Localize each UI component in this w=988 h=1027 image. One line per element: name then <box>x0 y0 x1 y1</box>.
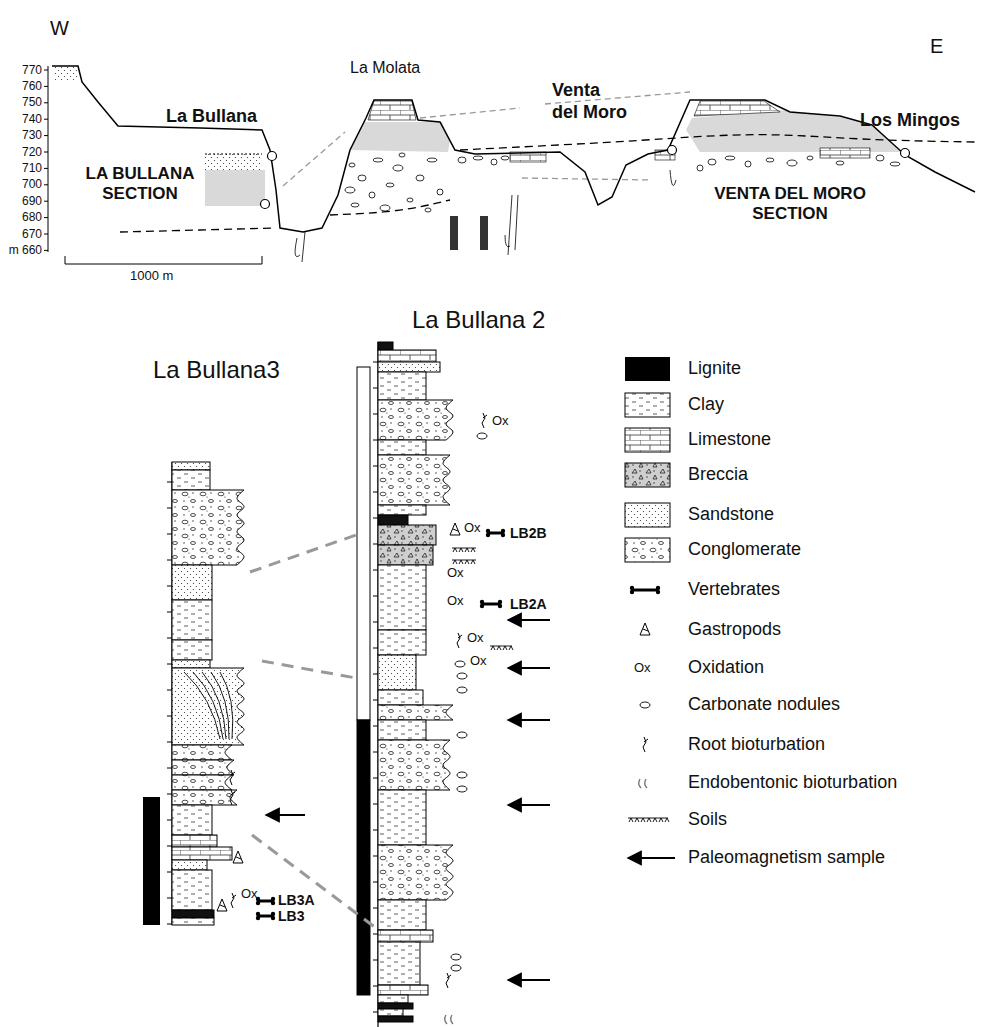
legend-text: Sandstone <box>688 504 774 526</box>
legend-text: Carbonate nodules <box>688 694 840 716</box>
place-label: La Bullana3 <box>153 356 280 385</box>
polarity-bars <box>143 367 370 995</box>
cross-section <box>44 66 975 264</box>
sample-label: Ox <box>447 593 464 609</box>
axis-label: 700 <box>22 177 42 191</box>
axis-label: m 660 <box>9 243 42 257</box>
axis-label: 690 <box>22 194 42 208</box>
sample-label: LB3 <box>278 908 304 925</box>
legend-text: Vertebrates <box>688 579 780 601</box>
legend-swatch <box>625 357 670 381</box>
axis-label: 750 <box>22 95 42 109</box>
sample-label: LB2A <box>510 596 547 613</box>
sample-label: Ox <box>241 886 258 902</box>
axis-label: 680 <box>22 210 42 224</box>
sample-label: Ox <box>470 653 487 669</box>
place-label: La Bullana 2 <box>412 306 545 335</box>
axis-label: 720 <box>22 145 42 159</box>
symbols <box>217 413 675 1024</box>
legend-text: Clay <box>688 394 724 416</box>
legend-text: Paleomagnetism sample <box>688 847 885 869</box>
place-label: Venta del Moro <box>552 80 630 123</box>
axis-label: 670 <box>22 227 42 241</box>
axis-label: 770 <box>22 63 42 77</box>
legend-text: Endobentonic bioturbation <box>688 772 897 794</box>
sample-label: Ox <box>634 660 651 676</box>
place-label: La Bullana <box>166 106 257 128</box>
correlation-lines <box>250 535 376 928</box>
axis-label: 710 <box>22 161 42 175</box>
legend-text: Gastropods <box>688 619 781 641</box>
sample-label: LB3A <box>278 892 315 909</box>
sample-label: Ox <box>464 520 481 536</box>
axis-label: 760 <box>22 79 42 93</box>
sample-label: Ox <box>467 630 484 646</box>
la-bullana-2-column <box>373 342 453 1027</box>
sample-label: LB2B <box>510 525 547 542</box>
legend-text: Lignite <box>688 358 741 380</box>
place-label: LA BULLANA SECTION <box>70 164 210 205</box>
legend-text: Oxidation <box>688 657 764 679</box>
axis-label: 740 <box>22 112 42 126</box>
legend-text: Root bioturbation <box>688 734 825 756</box>
axis-label: 730 <box>22 128 42 142</box>
axis-label: E <box>930 34 943 58</box>
legend-text: Limestone <box>688 429 771 451</box>
axis-label: W <box>50 16 69 40</box>
sample-label: Ox <box>492 413 509 429</box>
place-label: VENTA DEL MORO SECTION <box>695 184 885 225</box>
place-label: La Molata <box>350 58 420 77</box>
sample-label: Ox <box>447 565 464 581</box>
place-label: Los Mingos <box>860 110 960 132</box>
la-bullana-3-column <box>167 462 244 925</box>
legend-text: Conglomerate <box>688 539 801 561</box>
legend-text: Soils <box>688 809 727 831</box>
place-label: 1000 m <box>130 268 173 284</box>
legend-text: Breccia <box>688 464 748 486</box>
legend-samples <box>625 393 670 562</box>
